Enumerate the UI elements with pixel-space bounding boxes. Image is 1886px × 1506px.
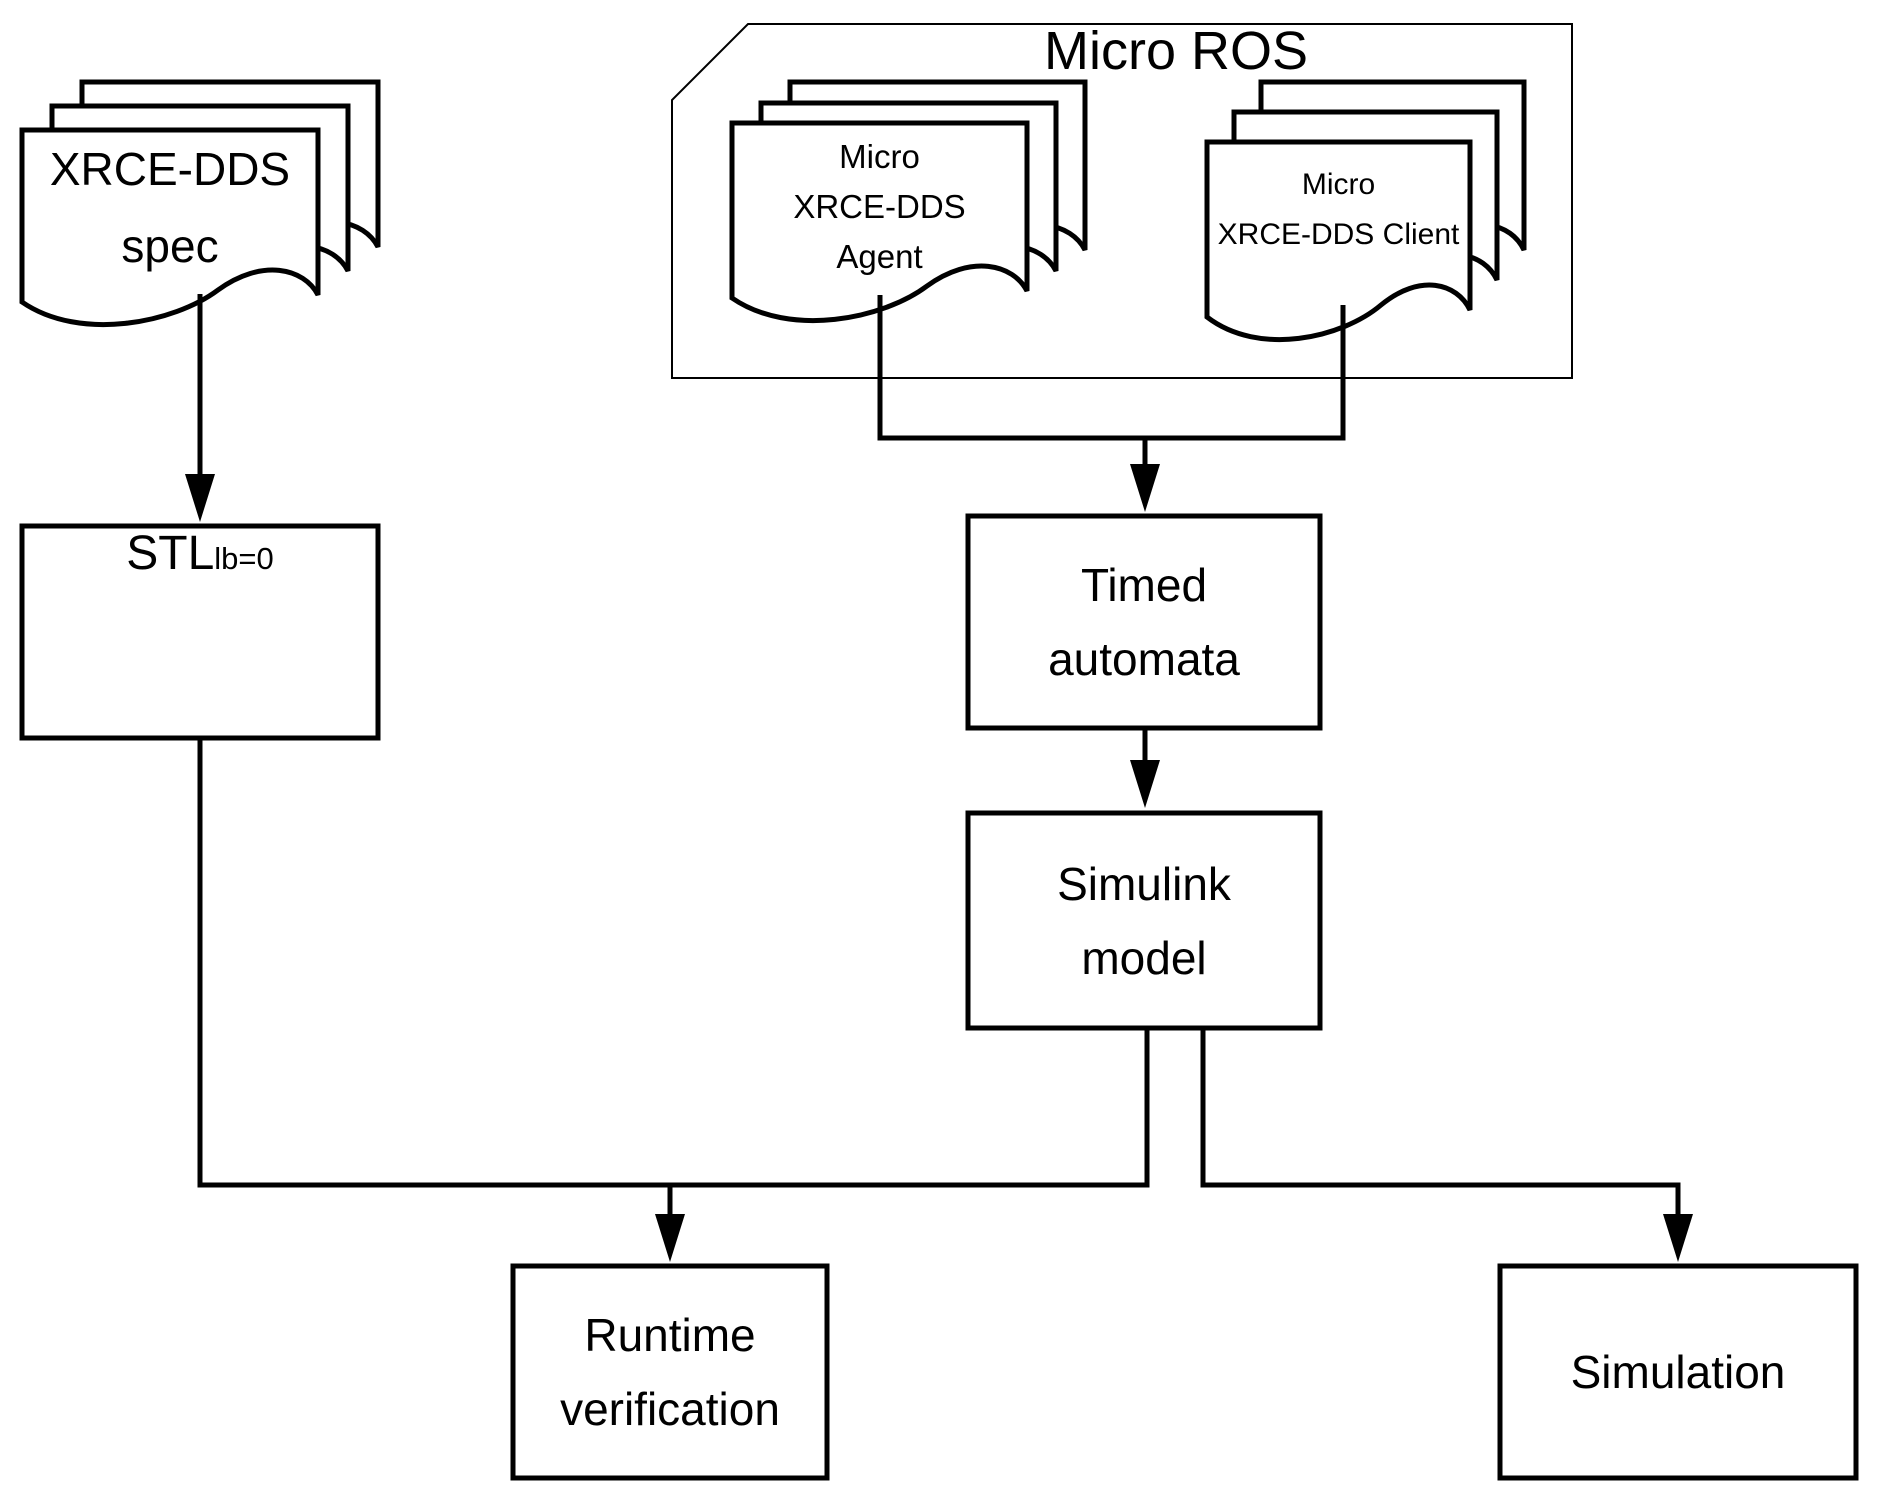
agent-line-1: Micro [839,138,920,175]
spec-line-1: XRCE-DDS [49,143,291,195]
edge-right-branch [1200,1026,1681,1218]
simulation-text: Simulation [1570,1346,1786,1398]
micro-ros-title-text: Micro ROS [1043,21,1308,81]
stl-main-text: STL [126,527,215,580]
runtime-line-2: verification [560,1383,780,1435]
simulation-label: Simulation [1500,1266,1856,1478]
timed-automata-label: Timed automata [968,516,1320,728]
micro-ros-title: Micro ROS [1026,20,1326,82]
timed-automata-box [965,513,1323,731]
agent-line-2: XRCE-DDS [793,188,966,225]
timed-line-1: Timed [1080,559,1208,611]
simulink-line-2: model [1081,931,1207,984]
client-line-2: XRCE-DDS Client [1217,218,1460,251]
timed-line-2: automata [1048,633,1240,685]
edge-agent-client-bus [877,295,1346,441]
arrowhead-into-simulink [1130,760,1160,808]
arrowhead-into-timed [1130,464,1160,512]
process-boxes [19,513,1859,1481]
connector-lines [197,294,1681,1218]
stl-box [19,523,381,741]
runtime-verification-label: Runtime verification [513,1266,827,1478]
simulink-line-1: Simulink [1057,857,1231,910]
stl-subscript-text: lb=0 [214,541,274,576]
client-document-icon [1204,79,1527,343]
agent-document-label: Micro XRCE-DDS Agent [732,132,1027,282]
arrowhead-into-simulation [1663,1214,1693,1262]
arrowheads [185,464,1693,1262]
spec-line-2: spec [121,220,219,272]
runtime-line-1: Runtime [584,1309,756,1361]
runtime-verification-box [510,1263,830,1481]
simulink-model-box [965,810,1323,1031]
simulation-box [1497,1263,1859,1481]
arrowhead-into-stl [185,474,215,522]
micro-ros-container [671,23,1573,379]
client-line-1: Micro [1301,168,1376,201]
spec-document-label: XRCE-DDS spec [22,138,318,278]
edge-left-branch [197,736,1150,1188]
agent-document-icon [729,79,1088,324]
agent-line-3: Agent [836,238,923,275]
client-document-label: Micro XRCE-DDS Client [1207,160,1470,260]
arrowhead-into-runtime [655,1214,685,1262]
spec-document-icon [19,79,381,328]
simulink-model-label: Simulink model [968,813,1320,1028]
